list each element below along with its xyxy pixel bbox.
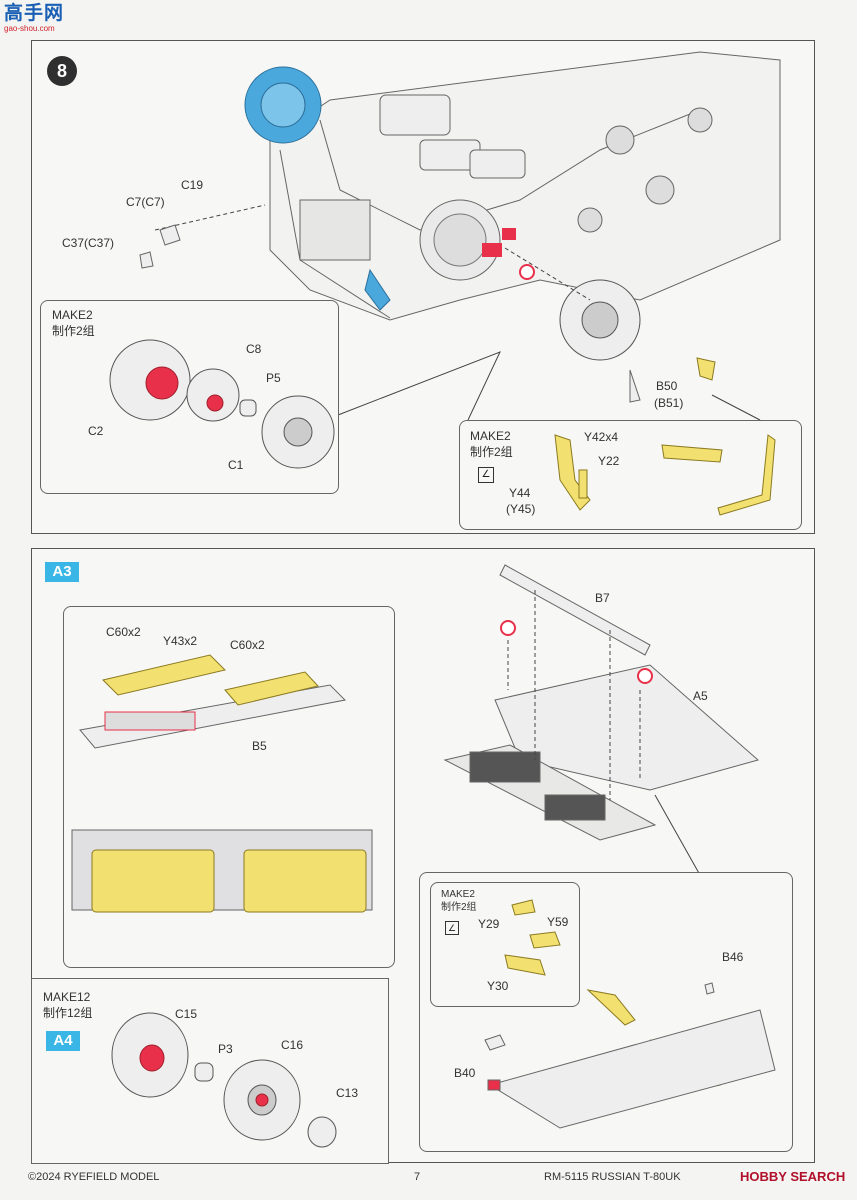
- section-badge-a3: A3: [45, 562, 79, 582]
- label-c16: C16: [281, 1038, 304, 1052]
- idler-assembly: [419, 199, 516, 281]
- footer-brand-watermark: HOBBY SEARCH: [740, 1169, 846, 1184]
- label-b50: B50: [656, 379, 678, 393]
- watermark-sub: gao-shou.com: [4, 24, 55, 33]
- label-c60-left: C60x2: [106, 625, 141, 639]
- watermark-logo: 高手网 gao-shou.com: [4, 3, 65, 34]
- label-y30: Y30: [487, 979, 509, 993]
- label-y22: Y22: [598, 454, 620, 468]
- label-y45: (Y45): [506, 502, 536, 516]
- label-b7: B7: [595, 591, 610, 605]
- blue-sprocket: [244, 66, 391, 311]
- label-c15: C15: [175, 1007, 198, 1021]
- a3-pe-make-label: MAKE2: [441, 889, 475, 900]
- label-c60-right: C60x2: [230, 638, 265, 652]
- pe-subassembly-box: [459, 420, 802, 530]
- label-y42: Y42x4: [584, 430, 619, 444]
- label-c13: C13: [336, 1086, 359, 1100]
- a3-bend-icon: ∠: [445, 921, 459, 935]
- bend-icon: ∠: [478, 467, 494, 483]
- right-sprocket: [559, 279, 641, 361]
- label-y43: Y43x2: [163, 634, 198, 648]
- label-a5: A5: [693, 689, 708, 703]
- a3-pe-make-label-cn: 制作2组: [441, 902, 477, 913]
- a4-make-label: MAKE12: [43, 990, 91, 1004]
- make-label: MAKE2: [52, 308, 93, 322]
- step-number-badge: 8: [47, 56, 77, 86]
- a4-make-label-cn: 制作12组: [43, 1006, 93, 1020]
- make-label-cn: 制作2组: [52, 324, 95, 338]
- label-c1: C1: [228, 458, 244, 472]
- label-c37: C37(C37): [62, 236, 115, 250]
- label-b46: B46: [722, 950, 744, 964]
- footer-page-number: 7: [414, 1171, 421, 1183]
- label-b5: B5: [252, 739, 267, 753]
- label-y44: Y44: [509, 486, 531, 500]
- label-b51: (B51): [654, 396, 684, 410]
- hull-rear: [269, 51, 781, 321]
- section-badge-a4: A4: [46, 1031, 80, 1051]
- label-y59: Y59: [547, 915, 569, 929]
- label-c19: C19: [181, 178, 204, 192]
- watermark-text: 高手网: [4, 3, 65, 24]
- label-b40: B40: [454, 1066, 476, 1080]
- label-c7: C7(C7): [126, 195, 165, 209]
- label-y29: Y29: [478, 917, 500, 931]
- footer-copyright: ©2024 RYEFIELD MODEL: [28, 1171, 160, 1183]
- label-c2: C2: [88, 424, 104, 438]
- pe-make-label-cn: 制作2组: [470, 445, 513, 459]
- pe-make-label: MAKE2: [470, 429, 511, 443]
- label-p3: P3: [218, 1042, 233, 1056]
- label-c8: C8: [246, 342, 262, 356]
- footer-product: RM-5115 RUSSIAN T-80UK: [544, 1171, 681, 1183]
- label-p5: P5: [266, 371, 281, 385]
